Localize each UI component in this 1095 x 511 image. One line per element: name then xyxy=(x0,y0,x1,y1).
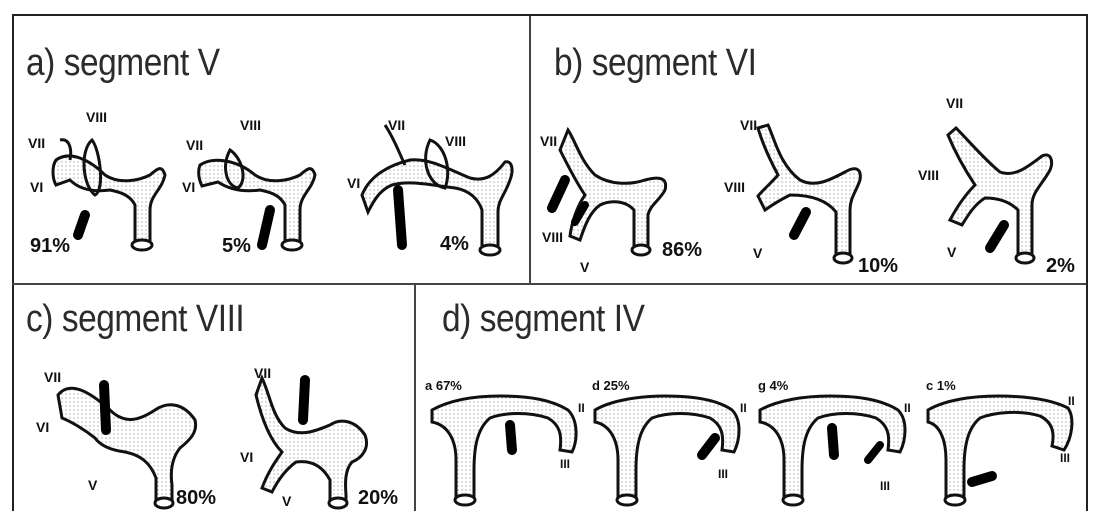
label-vi: VI xyxy=(30,179,43,195)
portal-vein-tree xyxy=(558,126,668,252)
percent-label: 2% xyxy=(1046,255,1075,277)
segment-iv-branch xyxy=(827,423,839,460)
panel-d-variant-4: c 1% II III xyxy=(926,378,1075,507)
label-vi: VI xyxy=(36,419,49,435)
panel-c-title: c) segment VIII xyxy=(26,298,245,340)
panel-c-variant-2: VII VI V 20% xyxy=(240,365,398,510)
portal-vein-arch xyxy=(430,394,578,502)
panel-b-variant-1: VII VIII V 86% xyxy=(540,126,702,275)
panel-a-variant-3: VII VIII VI 4% xyxy=(347,117,514,257)
label-vii: VII xyxy=(740,117,757,133)
label-vi: VI xyxy=(240,449,253,465)
segment-v-branch xyxy=(393,185,407,250)
label-ii: II xyxy=(1068,394,1075,408)
segment-vi-branch xyxy=(547,175,570,213)
panel-d-variant-2: d 25% II III xyxy=(592,378,747,507)
label-v: V xyxy=(580,259,590,275)
label-iii: III xyxy=(1060,451,1070,465)
percent-label: 91% xyxy=(30,235,70,257)
label-vii: VII xyxy=(254,365,271,381)
percent-label: 5% xyxy=(222,235,251,257)
horizontal-divider xyxy=(12,283,1086,285)
portal-vein-tree xyxy=(197,158,317,247)
label-vi: VI xyxy=(182,179,195,195)
label-viii: VIII xyxy=(445,133,466,149)
variant-caption: d 25% xyxy=(592,378,630,393)
figure-frame xyxy=(12,14,1088,511)
label-viii: VIII xyxy=(724,179,745,195)
portal-vein-tree xyxy=(254,374,368,507)
portal-vein-arch xyxy=(593,394,741,502)
variant-caption: a 67% xyxy=(425,378,462,393)
label-vii: VII xyxy=(946,95,963,111)
label-vii: VII xyxy=(28,135,45,151)
variant-caption: c 1% xyxy=(926,378,956,393)
label-v: V xyxy=(88,477,98,493)
label-v: V xyxy=(282,493,292,509)
label-v: V xyxy=(947,244,957,260)
label-vii: VII xyxy=(540,133,557,149)
label-iii: III xyxy=(718,467,728,481)
portal-vein-tree xyxy=(756,123,862,260)
segment-v-branch xyxy=(73,210,90,240)
label-ii: II xyxy=(578,401,585,415)
label-vii: VII xyxy=(388,117,405,133)
label-ii: II xyxy=(904,401,911,415)
percent-label: 20% xyxy=(358,487,398,509)
panel-d-variant-1: a 67% II III xyxy=(425,378,585,507)
portal-vein-tree xyxy=(56,386,198,507)
label-viii: VIII xyxy=(918,167,939,183)
panel-a-variant-2: VIII VII VI 5% xyxy=(182,117,317,257)
portal-vein-tree xyxy=(51,154,167,247)
label-ii: II xyxy=(740,401,747,415)
label-viii: VIII xyxy=(86,109,107,125)
segment-iv-branch xyxy=(697,433,720,460)
label-viii: VIII xyxy=(240,117,261,133)
segment-viii-branch xyxy=(298,375,310,425)
segment-iv-branch xyxy=(967,471,997,487)
panel-a-title: a) segment V xyxy=(26,42,220,84)
percent-label: 86% xyxy=(662,239,702,261)
percent-label: 80% xyxy=(176,487,216,509)
vertical-divider-bottom xyxy=(414,284,416,511)
label-vi: VI xyxy=(347,175,360,191)
segment-v-branch xyxy=(257,205,275,250)
portal-vein-tree xyxy=(946,125,1054,260)
panel-d-variant-3: g 4% II III xyxy=(758,378,911,507)
segment-vi-branch xyxy=(985,220,1009,253)
portal-vein-arch xyxy=(926,394,1074,502)
panel-b-title: b) segment VI xyxy=(554,42,757,84)
label-vii: VII xyxy=(44,369,61,385)
percent-label: 10% xyxy=(858,255,898,277)
segment-viii-branch xyxy=(99,380,111,435)
segment-vi-branch-2 xyxy=(571,201,589,226)
segment-vi-branch xyxy=(789,207,811,240)
label-v: V xyxy=(753,245,763,261)
panel-d-title: d) segment IV xyxy=(442,298,645,340)
label-iii: III xyxy=(880,479,890,493)
variant-caption: g 4% xyxy=(758,378,789,393)
panel-c-variant-1: VII VI V 80% xyxy=(36,369,216,510)
panel-b-variant-3: VII VIII V 2% xyxy=(918,95,1075,277)
vertical-divider-top xyxy=(529,16,531,284)
label-iii: III xyxy=(560,457,570,471)
label-viii: VIII xyxy=(542,229,563,245)
panel-b-variant-2: VII VIII V 10% xyxy=(724,117,898,277)
label-vii: VII xyxy=(186,137,203,153)
segment-iv-branch-2 xyxy=(864,441,884,464)
percent-label: 4% xyxy=(440,233,469,255)
portal-vein-tree xyxy=(360,158,514,252)
segment-iv-branch xyxy=(505,420,517,455)
panel-a-variant-1: VIII VII VI 91% xyxy=(28,109,167,257)
